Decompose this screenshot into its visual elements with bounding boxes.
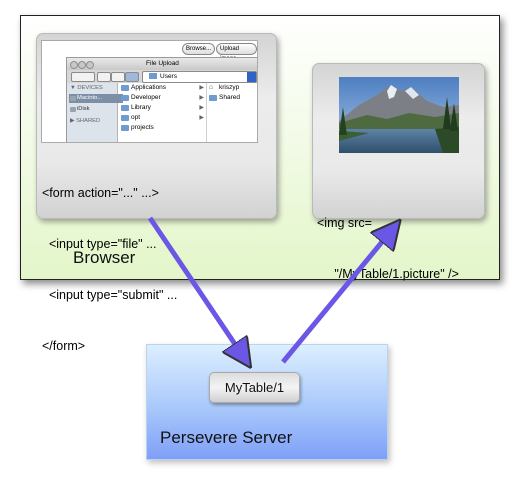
image-display-card: <img src= "/MyTable/1.picture" /> [312, 63, 485, 281]
location-select[interactable]: Users [142, 71, 257, 83]
list-item-label: Developer [131, 94, 161, 101]
folder-column-2: ⌂ kriszyp Shared [208, 83, 256, 142]
mountain-lake-photo [339, 77, 459, 153]
folder-icon [209, 95, 217, 101]
list-item-label: kriszyp [219, 84, 240, 91]
list-item[interactable]: ⌂ kriszyp [208, 83, 256, 93]
dialog-title-bar: File Upload [67, 58, 257, 70]
folder-column-1: Applications ▶ Developer ▶ Library ▶ opt ▶ p… [120, 83, 207, 142]
sidebar-item-idisk[interactable]: iDisk [69, 105, 123, 114]
download-arrow [281, 225, 396, 364]
code-line: "/MyTable/1.picture" /> [317, 267, 459, 281]
upload-form-card: Browse... Upload image File Upload Users [36, 33, 277, 353]
file-upload-dialog-screenshot: Browse... Upload image File Upload Users [41, 40, 258, 143]
sidebar-item-label: iDisk [77, 106, 90, 112]
code-line: </form> [42, 339, 86, 353]
form-html-code: <form action="..." ...> <input type="fil… [42, 151, 177, 389]
code-line: <input type="submit" ... [42, 288, 178, 302]
list-item-label: opt [131, 114, 141, 121]
location-value: Users [160, 73, 177, 80]
list-item[interactable]: opt ▶ [120, 113, 206, 123]
code-line: <form action="..." ...> [42, 186, 159, 200]
chevron-right-icon: ▶ [199, 115, 204, 121]
browse-button[interactable]: Browse... [182, 43, 216, 55]
list-item-label: Library [131, 104, 151, 111]
upload-arrow [147, 216, 247, 362]
code-line: <input type="file" ... [42, 237, 157, 251]
icon-view-icon[interactable] [97, 72, 111, 82]
list-item-label: projects [131, 124, 154, 131]
column-view-icon[interactable] [125, 72, 139, 82]
file-dialog-window: File Upload Users ▼ DEVICES Macinto... i… [66, 57, 257, 142]
folder-icon [121, 125, 129, 131]
list-item-label: Applications [131, 84, 167, 91]
idisk-icon [70, 107, 76, 112]
folder-icon [121, 95, 129, 101]
dialog-title: File Upload [146, 60, 179, 67]
list-item[interactable]: Applications ▶ [120, 83, 206, 93]
list-item-label: Shared [219, 94, 240, 101]
sidebar-item-macintosh[interactable]: Macinto... [69, 94, 123, 103]
sidebar-item-label: Macinto... [77, 95, 103, 101]
folder-icon [121, 85, 129, 91]
folder-icon [149, 73, 157, 80]
hard-disk-icon [70, 96, 76, 101]
browser-label: Browser [73, 248, 136, 267]
chevron-right-icon: ▶ [199, 85, 204, 91]
list-item[interactable]: Developer ▶ [120, 93, 206, 103]
dialog-sidebar: ▼ DEVICES Macinto... iDisk ▶ SHARED [67, 83, 123, 142]
chevron-down-icon[interactable] [247, 72, 256, 82]
chevron-right-icon: ▶ [199, 105, 204, 111]
list-view-icon[interactable] [111, 72, 125, 82]
code-line: <img src= [317, 216, 372, 230]
list-item[interactable]: Shared [208, 93, 256, 103]
home-icon: ⌂ [209, 84, 214, 91]
persevere-server-panel: MyTable/1 Persevere Server [146, 344, 388, 460]
list-item[interactable]: Library ▶ [120, 103, 206, 113]
mytable-resource-box: MyTable/1 [209, 372, 300, 403]
folder-icon [121, 115, 129, 121]
browser-panel: Browse... Upload image File Upload Users [20, 15, 500, 353]
close-window-icon[interactable] [70, 61, 78, 69]
list-item[interactable]: projects [120, 123, 206, 133]
folder-icon [121, 105, 129, 111]
server-label: Persevere Server [160, 428, 293, 447]
sidebar-shared-heading: ▶ SHARED [70, 118, 101, 124]
img-html-code: <img src= "/MyTable/1.picture" /> [317, 181, 459, 317]
dialog-toolbar: Users [67, 70, 257, 83]
minimize-window-icon[interactable] [78, 61, 86, 69]
zoom-window-icon[interactable] [86, 61, 94, 69]
sidebar-devices-heading: ▼ DEVICES [70, 85, 103, 91]
chevron-right-icon: ▶ [199, 95, 204, 101]
back-forward-icon[interactable] [71, 72, 95, 82]
